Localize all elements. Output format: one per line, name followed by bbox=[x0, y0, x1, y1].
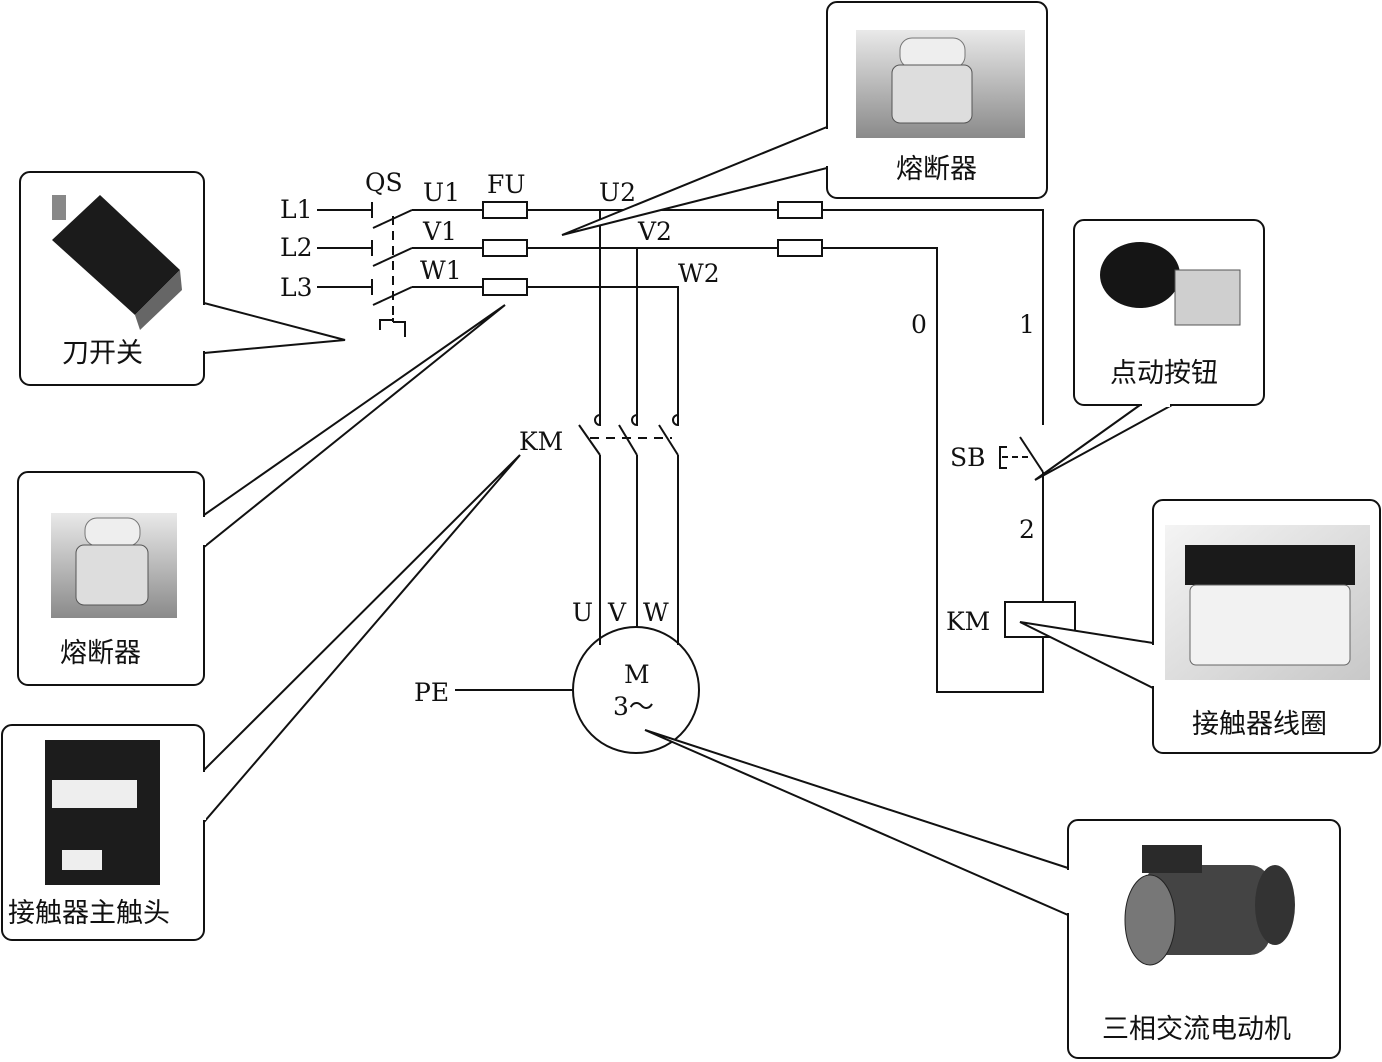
km-coil-symbol bbox=[1004, 601, 1076, 638]
callout-fuse-top: 熔断器 bbox=[561, 1, 1048, 236]
push-button-photo bbox=[1100, 242, 1241, 326]
label-pe: PE bbox=[414, 678, 449, 707]
caption-motor: 三相交流电动机 bbox=[1102, 1014, 1291, 1045]
label-l3: L3 bbox=[280, 273, 313, 302]
caption-fuse-top: 熔断器 bbox=[896, 154, 977, 185]
label-w1: W1 bbox=[420, 256, 462, 285]
label-node-0: 0 bbox=[911, 310, 927, 339]
callout-knife-switch: 刀开关 bbox=[19, 171, 346, 386]
label-node-2: 2 bbox=[1019, 515, 1035, 544]
label-qs: QS bbox=[365, 168, 403, 197]
label-sb: SB bbox=[950, 443, 986, 472]
caption-knife-switch: 刀开关 bbox=[62, 338, 143, 369]
label-w2: W2 bbox=[678, 259, 720, 288]
fuse-fu bbox=[482, 201, 528, 296]
callout-push-button: 点动按钮 bbox=[1034, 219, 1265, 481]
label-v: V bbox=[607, 598, 627, 627]
label-u: U bbox=[572, 598, 593, 627]
caption-push-button: 点动按钮 bbox=[1110, 358, 1218, 389]
label-l1: L1 bbox=[280, 195, 313, 224]
fuse-photo-top bbox=[856, 30, 1025, 138]
caption-contactor-main: 接触器主触头 bbox=[8, 898, 170, 929]
callout-coil: 接触器线圈 bbox=[1019, 499, 1381, 754]
callout-contactor-main: 接触器主触头 bbox=[1, 454, 521, 941]
label-node-1: 1 bbox=[1019, 310, 1035, 339]
coil-photo bbox=[1165, 525, 1370, 680]
motor-photo bbox=[1124, 845, 1295, 966]
fuse-control bbox=[777, 201, 823, 257]
label-v2: V2 bbox=[637, 217, 672, 246]
label-l2: L2 bbox=[280, 233, 313, 262]
label-motor-phase: 3～ bbox=[613, 692, 654, 721]
label-v1: V1 bbox=[422, 217, 457, 246]
label-fu: FU bbox=[487, 170, 525, 199]
label-u2: U2 bbox=[599, 178, 636, 207]
label-w: W bbox=[643, 598, 669, 627]
caption-fuse-left: 熔断器 bbox=[60, 638, 141, 669]
contactor-photo bbox=[45, 740, 160, 885]
label-km-coil: KM bbox=[946, 607, 990, 636]
km-main-contacts bbox=[578, 412, 679, 645]
callout-motor: 三相交流电动机 bbox=[644, 729, 1341, 1059]
label-u1: U1 bbox=[423, 178, 460, 207]
label-km-main: KM bbox=[519, 427, 563, 456]
motor-symbol bbox=[572, 626, 700, 754]
sb-pushbutton-symbol bbox=[999, 436, 1044, 602]
fuse-photo-left bbox=[51, 513, 177, 618]
circuit-labels: QS L1 L2 L3 U1 V1 W1 FU U2 V2 W2 KM U V … bbox=[280, 168, 1035, 721]
caption-coil: 接触器线圈 bbox=[1192, 709, 1327, 740]
label-motor-m: M bbox=[624, 660, 650, 689]
callout-fuse-left: 熔断器 bbox=[17, 304, 506, 686]
knife-switch-photo bbox=[52, 195, 182, 330]
